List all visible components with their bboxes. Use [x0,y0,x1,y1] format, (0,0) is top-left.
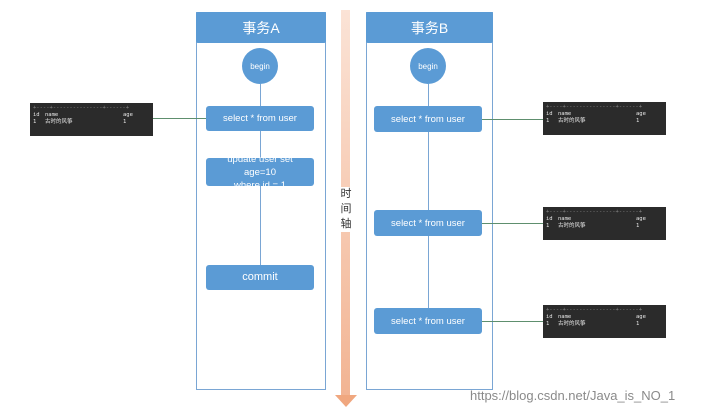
transaction-b-select-1: select * from user [374,106,482,132]
transaction-a-lane: 事务A [196,12,326,390]
transaction-a-begin: begin [242,48,278,84]
flow-connector [428,236,429,308]
transaction-b-select-2: select * from user [374,210,482,236]
timeline-arrow-icon [335,395,357,407]
transaction-a-commit: commit [206,265,314,290]
transaction-b-title: 事务B [366,12,493,43]
flow-connector [260,131,261,158]
flow-connector [428,132,429,210]
table-border: +----+---------------+------+ [33,105,130,111]
result-connector [153,118,206,119]
result-connector [482,119,543,120]
flow-connector [428,84,429,106]
flow-connector [260,186,261,265]
transaction-a-title: 事务A [196,12,326,43]
result-connector [482,321,543,322]
flow-connector [260,84,261,106]
transaction-a-update: update user set age=10 where id = 1 [206,154,314,191]
transaction-b-begin: begin [410,48,446,84]
transaction-b-select-3: select * from user [374,308,482,334]
table-border: +----+---------------+------+ [546,104,643,110]
table-border: +----+---------------+------+ [546,209,643,215]
watermark: https://blog.csdn.net/Java_is_NO_1 [470,388,676,403]
table-border: +----+---------------+------+ [546,307,643,313]
timeline-label: 时 间 轴 [336,187,356,232]
result-connector [482,223,543,224]
transaction-a-select: select * from user [206,106,314,131]
